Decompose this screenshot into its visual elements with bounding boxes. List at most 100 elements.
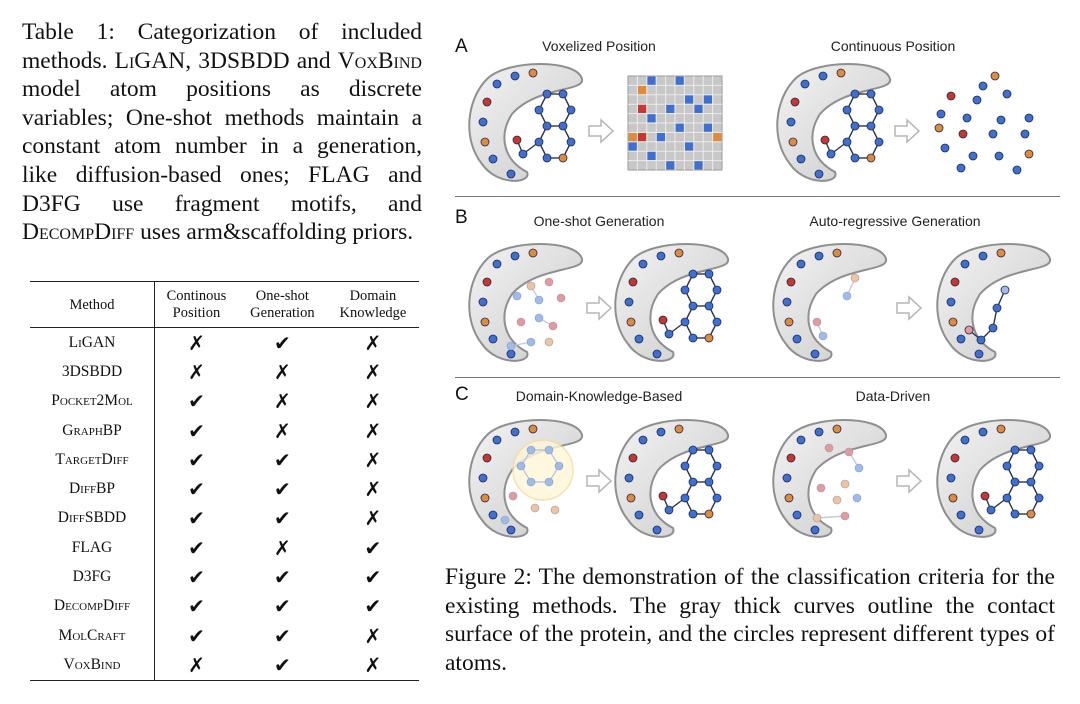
- continuous-atom: [972, 95, 982, 105]
- ligand-atom: [658, 315, 668, 325]
- ligand-atom: [980, 491, 990, 501]
- voxel-atom: [647, 151, 656, 160]
- ligand-atom: [704, 509, 714, 519]
- voxel-atom: [628, 142, 637, 151]
- pocket-atom: [674, 424, 684, 434]
- prior-atom: [550, 505, 560, 515]
- pocket-atom: [996, 424, 1006, 434]
- one-shot-mark: ✗: [273, 418, 291, 443]
- table-row: Pocket2Mol✔✗✗: [30, 386, 419, 416]
- pocket-atom: [488, 334, 498, 344]
- one-shot-mark: ✔: [273, 565, 291, 590]
- panel-c-right-title: Data-Driven: [855, 388, 931, 404]
- ligand-atom: [1002, 461, 1012, 471]
- panel-c-label: C: [455, 384, 469, 405]
- caption-text-2: , 3DSBDD and: [185, 47, 338, 74]
- pocket-atom: [978, 251, 988, 261]
- pocket-atom: [792, 510, 802, 520]
- continuous-atom: [978, 81, 988, 91]
- prior-atom: [500, 515, 510, 525]
- table-row: MolCraft✔✔✗: [30, 620, 419, 651]
- ligand-atom: [704, 301, 714, 311]
- noisy-atom: [840, 479, 850, 489]
- method-name: MolCraft: [30, 620, 155, 651]
- prior-atom: [508, 491, 518, 501]
- ligand-atom: [688, 301, 698, 311]
- growing-atom: [1000, 285, 1010, 295]
- one-shot-mark: ✔: [237, 650, 327, 681]
- noisy-atom: [544, 277, 554, 287]
- ligand-atom: [566, 137, 576, 147]
- pocket-atom: [488, 510, 498, 520]
- pocket-atom: [656, 251, 666, 261]
- pocket-atom: [786, 453, 796, 463]
- voxel-atom: [694, 161, 703, 170]
- ligand-atom: [842, 137, 852, 147]
- table-row: 3DSBDD✗✗✗: [30, 357, 419, 387]
- ligand-atom: [874, 105, 884, 115]
- ligand-atom: [1026, 445, 1036, 455]
- figure-caption: Figure 2: The demonstration of the class…: [445, 564, 1055, 676]
- pocket-atom: [974, 525, 984, 535]
- caption-method-voxbind: VoxBind: [337, 47, 422, 74]
- ligand-atom: [688, 509, 698, 519]
- table-caption-block: Table 1: Categorization of included meth…: [22, 18, 422, 247]
- continuous-position-mark: ✗: [154, 650, 238, 681]
- voxel-atom: [638, 104, 647, 113]
- pocket-atom: [652, 349, 662, 359]
- method-name: DiffBP: [30, 474, 155, 504]
- caption-method-decompdiff: DecompDiff: [22, 219, 135, 246]
- method-name: D3FG: [30, 562, 155, 592]
- method-name: LiGAN: [30, 327, 155, 358]
- pocket-atom: [624, 297, 634, 307]
- pocket-atom: [814, 169, 824, 179]
- one-shot-mark: ✔: [273, 447, 291, 472]
- fragment-atom: [544, 477, 554, 487]
- pocket-atom: [796, 259, 806, 269]
- caption-method-ligan: LiGAN: [114, 47, 186, 74]
- figure-2: A Voxelized Position Continuous Position…: [445, 0, 1065, 704]
- pocket-atom: [786, 277, 796, 287]
- transform-arrow: [588, 119, 614, 143]
- ligand-atom: [688, 333, 698, 343]
- pocket-atom: [506, 349, 516, 359]
- pocket-atom: [960, 435, 970, 445]
- voxel-atom: [647, 76, 656, 85]
- panel-b-label: B: [455, 207, 468, 228]
- method-name: GraphBP: [30, 415, 155, 446]
- ligand-atom: [542, 153, 552, 163]
- continuous-atom: [994, 151, 1004, 161]
- pocket-atom: [510, 71, 520, 81]
- ligand-atom: [866, 89, 876, 99]
- panel-b-right-title: Auto-regressive Generation: [809, 213, 981, 229]
- ligand-atom: [704, 477, 714, 487]
- ligand-atom: [704, 269, 714, 279]
- voxel-atom: [666, 161, 675, 170]
- ligand-atom: [1034, 493, 1044, 503]
- noisy-atom: [544, 337, 554, 347]
- domain-knowledge-mark: ✗: [364, 389, 382, 414]
- pocket-atom: [482, 453, 492, 463]
- noisy-atom: [824, 443, 834, 453]
- continuous-atom: [990, 71, 1000, 81]
- noisy-atom: [854, 463, 864, 473]
- panel-separator-bc: [455, 377, 1060, 378]
- pocket-atom: [488, 154, 498, 164]
- panel-a-left-title: Voxelized Position: [542, 38, 656, 54]
- prior-atom: [530, 503, 540, 513]
- ligand-atom: [688, 477, 698, 487]
- continuous-position-mark: ✔: [188, 477, 205, 502]
- table-caption: Table 1: Categorization of included meth…: [22, 18, 422, 247]
- continuous-atom: [940, 143, 950, 153]
- panel-b-left-title: One-shot Generation: [533, 213, 665, 229]
- table-row: GraphBP✔✗✗: [30, 415, 419, 446]
- pocket-atom: [818, 71, 828, 81]
- continuous-atom: [934, 123, 944, 133]
- ligand-atom: [986, 505, 996, 515]
- pocket-atom: [996, 248, 1006, 258]
- one-shot-mark: ✔: [273, 594, 291, 619]
- ligand-atom: [558, 153, 568, 163]
- ligand-atom: [534, 137, 544, 147]
